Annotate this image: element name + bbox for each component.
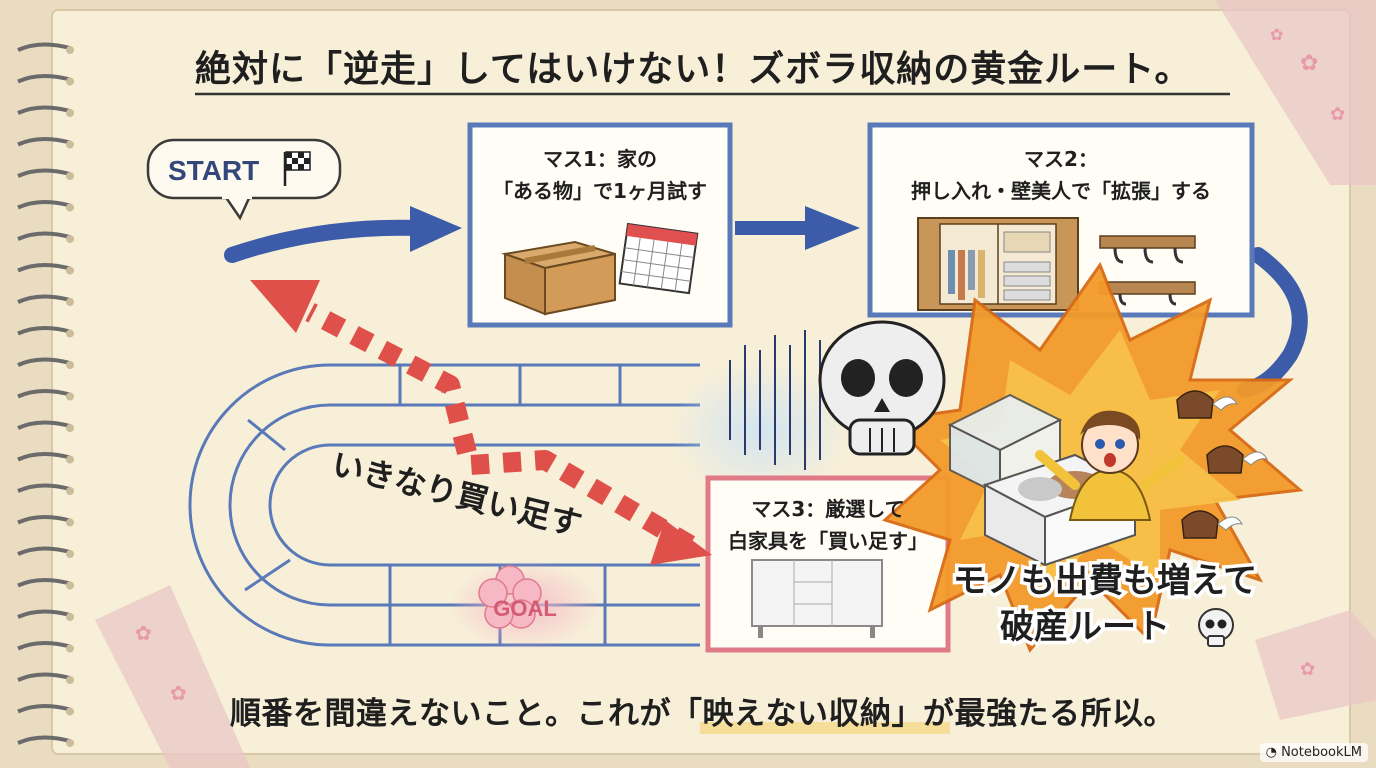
spiral-ring bbox=[17, 294, 71, 304]
binding-hole bbox=[66, 581, 74, 590]
spiral-ring bbox=[17, 263, 71, 273]
start-label: START bbox=[168, 155, 259, 186]
binding-hole bbox=[66, 644, 74, 653]
notebooklm-watermark: ◔ NotebookLM bbox=[1259, 743, 1368, 762]
bankrupt-line2: 破産ルート bbox=[1000, 607, 1170, 647]
goal-flower-icon bbox=[478, 565, 542, 629]
washi-tape-bottom-right: ✿ bbox=[1255, 610, 1376, 720]
svg-text:✿: ✿ bbox=[135, 621, 152, 645]
spiral-ring bbox=[17, 609, 71, 619]
washi-tape-top-right: ✿ ✿ ✿ bbox=[1215, 0, 1376, 185]
binding-hole bbox=[66, 424, 74, 432]
binding-hole bbox=[66, 140, 74, 149]
reverse-route-arrow bbox=[250, 280, 712, 565]
binding-hole bbox=[66, 707, 74, 716]
spiral-ring bbox=[17, 137, 71, 147]
flying-wallet-icon bbox=[1176, 390, 1239, 419]
binding-hole bbox=[66, 77, 74, 86]
vibration-lines bbox=[729, 330, 821, 470]
binding-hole bbox=[66, 203, 74, 212]
binding-hole bbox=[66, 298, 74, 306]
goal-label: GOAL bbox=[493, 596, 557, 621]
svg-text:✿: ✿ bbox=[1300, 659, 1315, 680]
washi-tape-bottom-left: ✿ ✿ bbox=[95, 585, 250, 768]
spiral-ring bbox=[17, 515, 71, 525]
panicking-person-icon bbox=[1035, 410, 1185, 521]
binding-hole bbox=[66, 676, 74, 684]
calendar-icon bbox=[618, 222, 699, 295]
flying-wallet-icon bbox=[1181, 510, 1244, 539]
route-arrow-step1-to-step2 bbox=[735, 206, 860, 250]
spiral-ring bbox=[17, 42, 71, 52]
spiral-ring bbox=[17, 389, 71, 399]
step1-line1: マス1：家の bbox=[543, 147, 657, 171]
spiral-ring bbox=[17, 105, 71, 115]
binding-hole bbox=[66, 172, 74, 180]
binding-hole bbox=[66, 329, 74, 338]
binding-hole bbox=[66, 392, 74, 401]
spiral-ring bbox=[17, 641, 71, 651]
spiral-ring bbox=[17, 326, 71, 336]
flying-wallet-icon bbox=[1206, 445, 1269, 474]
spiral-binding bbox=[17, 42, 74, 747]
spiral-ring bbox=[17, 735, 71, 745]
bankrupt-line1: モノも出費も増えて bbox=[953, 561, 1257, 601]
spiral-ring bbox=[17, 483, 71, 493]
highlight-mark bbox=[700, 722, 950, 734]
binding-hole bbox=[66, 235, 74, 243]
notebooklm-logo-icon: ◔ bbox=[1265, 745, 1277, 760]
binding-hole bbox=[66, 266, 74, 275]
closet-icon bbox=[917, 217, 1079, 311]
watermark-label: NotebookLM bbox=[1281, 745, 1362, 760]
spiral-ring bbox=[17, 704, 71, 714]
svg-text:✿: ✿ bbox=[170, 681, 187, 705]
checkered-flag-icon bbox=[283, 151, 311, 186]
step1-line2: 「ある物」で1ヶ月試す bbox=[493, 179, 707, 203]
cardboard-box-icon bbox=[501, 240, 616, 316]
svg-text:✿: ✿ bbox=[1300, 51, 1318, 76]
binding-hole bbox=[66, 487, 74, 495]
svg-text:✿: ✿ bbox=[1330, 104, 1345, 125]
spiral-ring bbox=[17, 231, 71, 241]
spiral-ring bbox=[17, 74, 71, 84]
white-cabinet-icon bbox=[751, 559, 883, 638]
bottom-caption: 順番を間違えないこと。これが「映えない収納」が最強たる所以。 bbox=[230, 696, 1175, 732]
step2-line1: マス2： bbox=[1024, 147, 1098, 171]
binding-hole bbox=[66, 550, 74, 558]
binding-hole bbox=[66, 518, 74, 527]
step3-line2: 白家具を「買い足す」 bbox=[728, 529, 928, 553]
skull-icon bbox=[818, 320, 946, 456]
small-skull-icon bbox=[1198, 608, 1234, 647]
spiral-ring bbox=[17, 420, 71, 430]
step3-line1: マス3：厳選して bbox=[751, 497, 904, 521]
spiral-ring bbox=[17, 546, 71, 556]
spiral-ring bbox=[17, 452, 71, 462]
binding-hole bbox=[66, 46, 74, 54]
step2-line2: 押し入れ・壁美人で「拡張」する bbox=[911, 179, 1211, 203]
binding-hole bbox=[66, 455, 74, 464]
binding-hole bbox=[66, 613, 74, 621]
spiral-ring bbox=[17, 578, 71, 588]
wall-hooks-icon bbox=[1099, 235, 1196, 306]
spiral-ring bbox=[17, 357, 71, 367]
page-title: 絶対に「逆走」してはいけない！ズボラ収納の黄金ルート。 bbox=[195, 49, 1192, 90]
spiral-ring bbox=[17, 168, 71, 178]
spiral-ring bbox=[17, 200, 71, 210]
binding-hole bbox=[66, 109, 74, 117]
binding-hole bbox=[66, 739, 74, 747]
route-arrow-start-to-step1 bbox=[224, 206, 462, 263]
spiral-ring bbox=[17, 672, 71, 682]
binding-hole bbox=[66, 361, 74, 369]
svg-text:✿: ✿ bbox=[1270, 25, 1283, 44]
